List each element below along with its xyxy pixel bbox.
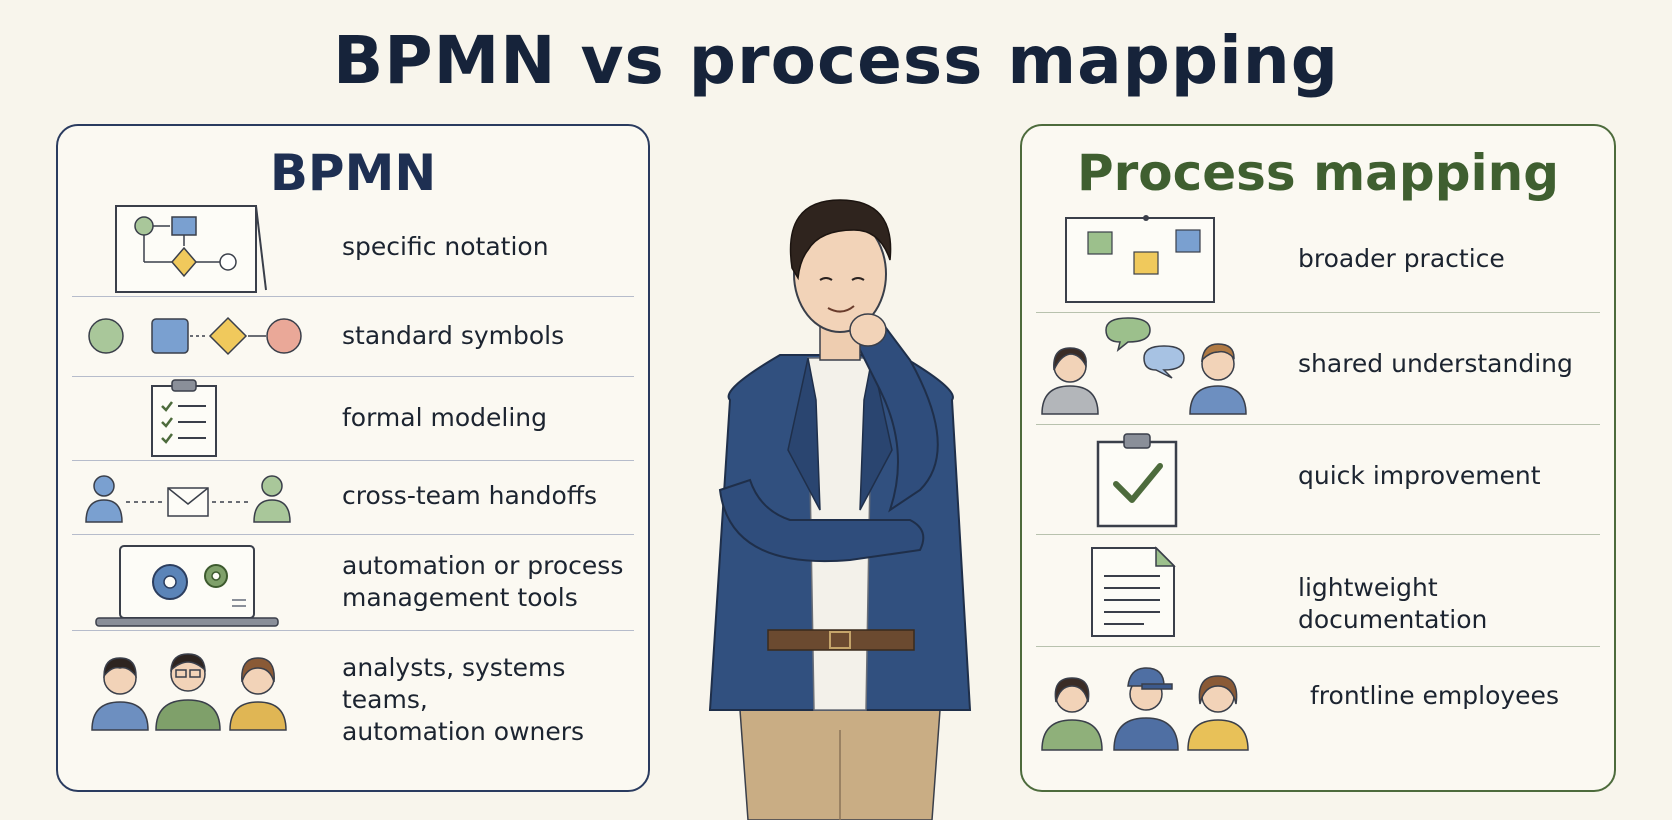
mapping-item-label: lightweight documentation	[1298, 573, 1488, 634]
bpmn-item-label: cross-team handoffs	[342, 481, 598, 510]
bpmn-panel-title: BPMN	[269, 144, 437, 202]
bpmn-item-label: automation or process management tools	[342, 551, 624, 612]
bpmn-row-cross-team-handoffs: cross-team handoffs	[72, 460, 634, 535]
mapping-item-label: quick improvement	[1298, 461, 1541, 490]
bpmn-diagram-board-icon	[115, 205, 267, 293]
mapping-row-lightweight-documentation: lightweight documentation	[1036, 534, 1600, 647]
mapping-item-label: shared understanding	[1298, 349, 1573, 378]
frontline-group-icon	[1041, 667, 1249, 751]
analyst-group-icon	[91, 653, 287, 731]
mapping-row-broader-practice: broader practice	[1036, 210, 1600, 313]
process-mapping-panel-title: Process mapping	[1076, 144, 1560, 202]
mapping-row-quick-improvement: quick improvement	[1036, 424, 1600, 535]
checklist-clipboard-icon	[151, 379, 217, 457]
bpmn-row-formal-modeling: formal modeling	[72, 376, 634, 461]
laptop-gears-icon	[95, 545, 279, 627]
bpmn-row-analysts: analysts, systems teams, automation owne…	[72, 630, 634, 790]
bpmn-panel: BPMN specific notation standard symb	[56, 124, 650, 792]
bpmn-symbols-icon	[88, 316, 302, 356]
thinking-person-illustration	[708, 199, 972, 820]
process-mapping-panel: Process mapping broader practice s	[1020, 124, 1616, 792]
mapping-item-label: broader practice	[1298, 244, 1505, 273]
bpmn-item-label: specific notation	[342, 232, 549, 261]
checkmark-clipboard-icon	[1096, 433, 1178, 528]
mapping-item-label: frontline employees	[1310, 681, 1559, 710]
conversation-people-icon	[1041, 317, 1247, 415]
mapping-row-shared-understanding: shared understanding	[1036, 312, 1600, 425]
bpmn-row-specific-notation: specific notation	[72, 198, 634, 297]
document-icon	[1091, 546, 1176, 637]
bpmn-item-label: formal modeling	[342, 403, 548, 432]
bpmn-row-standard-symbols: standard symbols	[72, 296, 634, 377]
page-title: BPMN vs process mapping	[332, 22, 1340, 99]
bpmn-item-label: standard symbols	[342, 321, 565, 350]
mapping-row-frontline-employees: frontline employees	[1036, 646, 1600, 790]
sticky-note-board-icon	[1065, 215, 1215, 303]
handoff-envelope-icon	[85, 475, 291, 523]
bpmn-row-automation-tools: automation or process management tools	[72, 534, 634, 631]
bpmn-item-label: analysts, systems teams, automation owne…	[342, 653, 585, 746]
